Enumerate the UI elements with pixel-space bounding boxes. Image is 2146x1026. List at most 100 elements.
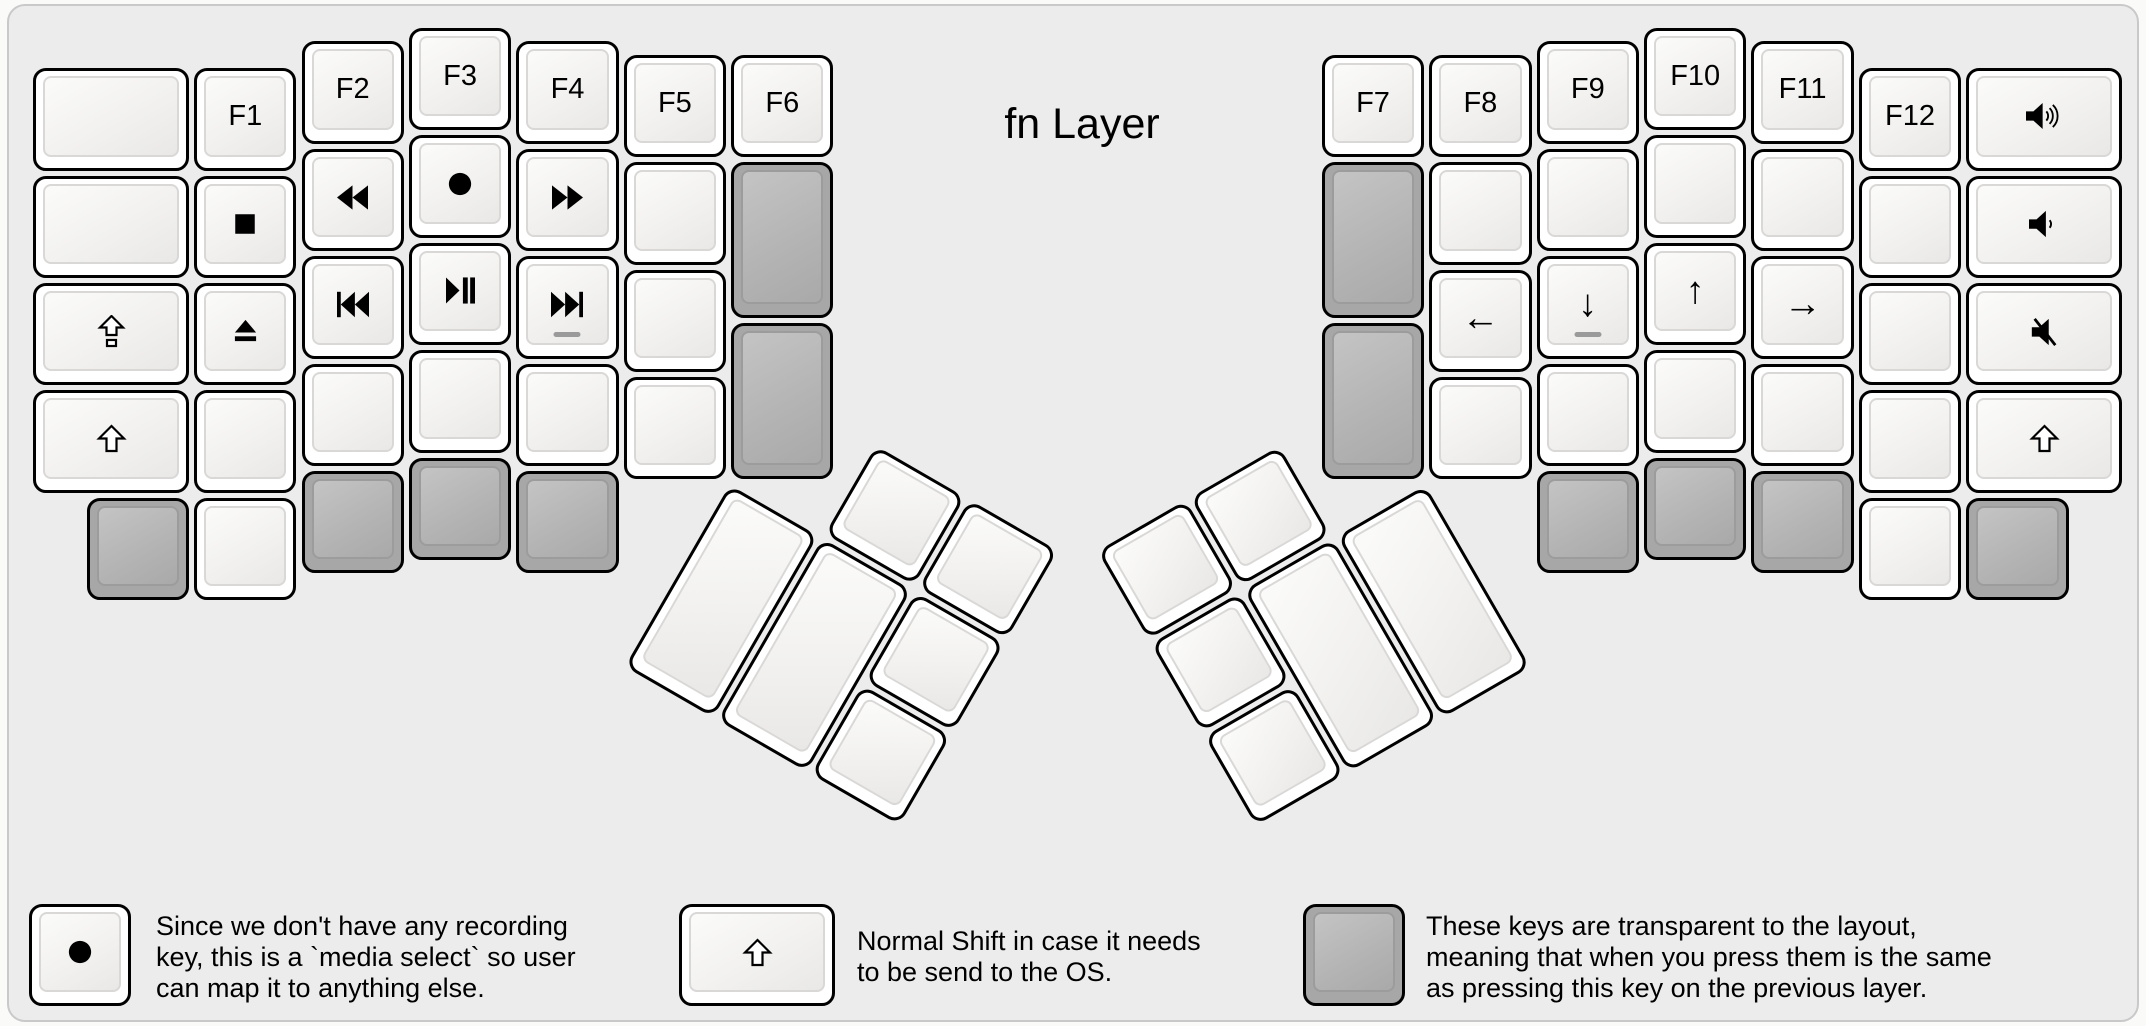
key-blank[interactable]	[1858, 175, 1962, 279]
keytop	[43, 183, 180, 265]
key-transparent[interactable]	[731, 162, 834, 319]
keytop: F12	[1868, 76, 1952, 157]
key-transparent[interactable]	[301, 471, 404, 574]
keytop: F6	[741, 62, 824, 144]
key-transparent[interactable]	[516, 471, 619, 574]
key-blank[interactable]	[623, 269, 727, 373]
legend-key-transparent	[1303, 904, 1406, 1007]
key-f3[interactable]: F3	[408, 28, 512, 131]
key-volume-down[interactable]	[1966, 175, 2123, 279]
legend-text-transparent-keys: These keys are transparent to the layout…	[1426, 911, 1992, 1004]
key-blank[interactable]	[194, 497, 297, 601]
key-blank[interactable]	[623, 377, 727, 480]
key-f6[interactable]: F6	[731, 54, 834, 158]
key-transparent[interactable]	[1644, 457, 1747, 560]
keytop	[204, 398, 287, 479]
key-blank[interactable]	[1858, 283, 1962, 386]
key-fast-forward[interactable]	[516, 148, 619, 252]
key-f8[interactable]: F8	[1429, 54, 1532, 158]
eject-icon	[232, 318, 259, 344]
key-blank[interactable]	[1429, 377, 1532, 480]
key-transparent[interactable]	[1321, 162, 1425, 319]
key-transparent[interactable]	[408, 457, 512, 560]
key-blank[interactable]	[1536, 148, 1639, 252]
key-blank[interactable]	[1858, 390, 1962, 493]
key-stop[interactable]	[194, 175, 297, 279]
key-prev-track[interactable]	[301, 256, 404, 359]
key-rewind[interactable]	[301, 148, 404, 252]
key-shift[interactable]	[1966, 390, 2123, 493]
keytop	[1331, 331, 1415, 466]
keytop	[633, 277, 717, 359]
key-label: F6	[765, 86, 800, 119]
keytop: F3	[418, 36, 502, 117]
key-blank[interactable]	[408, 350, 512, 453]
legend-line: These keys are transparent to the layout…	[1426, 911, 1917, 941]
key-blank[interactable]	[1858, 497, 1962, 601]
legend-line: to be send to the OS.	[857, 957, 1113, 987]
key-blank[interactable]	[1644, 135, 1747, 238]
key-f1[interactable]: F1	[194, 68, 297, 171]
keytop	[741, 331, 824, 466]
keytop	[1654, 465, 1737, 546]
key-transparent[interactable]	[1321, 323, 1425, 480]
legend-line: key, this is a `media select` so user	[156, 942, 576, 972]
key-volume-mute[interactable]	[1966, 283, 2123, 386]
key-blank[interactable]	[516, 363, 619, 467]
key-transparent[interactable]	[731, 323, 834, 480]
key-next-track[interactable]	[516, 256, 619, 359]
key-blank[interactable]	[1751, 148, 1854, 252]
keytop	[1546, 371, 1629, 453]
key-f7[interactable]: F7	[1321, 54, 1425, 158]
key-f11[interactable]: F11	[1751, 41, 1854, 144]
key-transparent[interactable]	[86, 497, 190, 601]
key-label: F1	[228, 99, 263, 132]
keytop	[633, 385, 717, 466]
key-blank[interactable]	[623, 162, 727, 265]
key-play-pause[interactable]	[408, 242, 512, 346]
key-shift[interactable]	[33, 390, 190, 493]
key-arrow-right[interactable]: →	[1751, 256, 1854, 359]
key-transparent[interactable]	[1751, 471, 1854, 574]
key-f4[interactable]: F4	[516, 41, 619, 144]
prev-track-icon	[336, 291, 369, 318]
keytop	[1654, 358, 1737, 439]
key-blank[interactable]	[1751, 363, 1854, 467]
key-blank[interactable]	[1429, 162, 1532, 265]
key-blank[interactable]	[33, 175, 190, 279]
key-f10[interactable]: F10	[1644, 28, 1747, 131]
volume-mute-icon	[2029, 316, 2060, 347]
key-blank[interactable]	[194, 390, 297, 493]
key-caps-lock[interactable]	[33, 283, 190, 386]
key-f9[interactable]: F9	[1536, 41, 1639, 144]
key-transparent[interactable]	[1536, 471, 1639, 574]
key-arrow-down[interactable]: ↓	[1536, 256, 1639, 359]
key-blank[interactable]	[1644, 350, 1747, 453]
keytop	[840, 457, 953, 569]
keytop	[311, 479, 394, 560]
key-arrow-up[interactable]: ↑	[1644, 242, 1747, 346]
key-label: F12	[1885, 99, 1935, 132]
keytop: F8	[1439, 62, 1522, 144]
key-volume-up[interactable]	[1966, 68, 2123, 171]
keytop	[1546, 156, 1629, 238]
key-arrow-left[interactable]: ←	[1429, 269, 1532, 373]
key-label: F9	[1570, 73, 1605, 106]
key-record[interactable]	[408, 135, 512, 238]
key-eject[interactable]	[194, 283, 297, 386]
key-transparent[interactable]	[1966, 497, 2069, 601]
key-blank[interactable]	[33, 68, 190, 171]
key-blank[interactable]	[301, 363, 404, 467]
keytop	[1976, 505, 2059, 587]
keytop	[934, 511, 1046, 623]
keytop	[1761, 479, 1844, 560]
key-f5[interactable]: F5	[623, 54, 727, 158]
legend-line: meaning that when you press them is the …	[1426, 942, 1992, 972]
key-blank[interactable]	[1536, 363, 1639, 467]
key-f2[interactable]: F2	[301, 41, 404, 144]
key-f12[interactable]: F12	[1858, 68, 1962, 171]
keytop	[1546, 479, 1629, 560]
record-icon	[67, 939, 93, 965]
keytop	[1439, 170, 1522, 251]
next-track-icon	[551, 291, 584, 318]
